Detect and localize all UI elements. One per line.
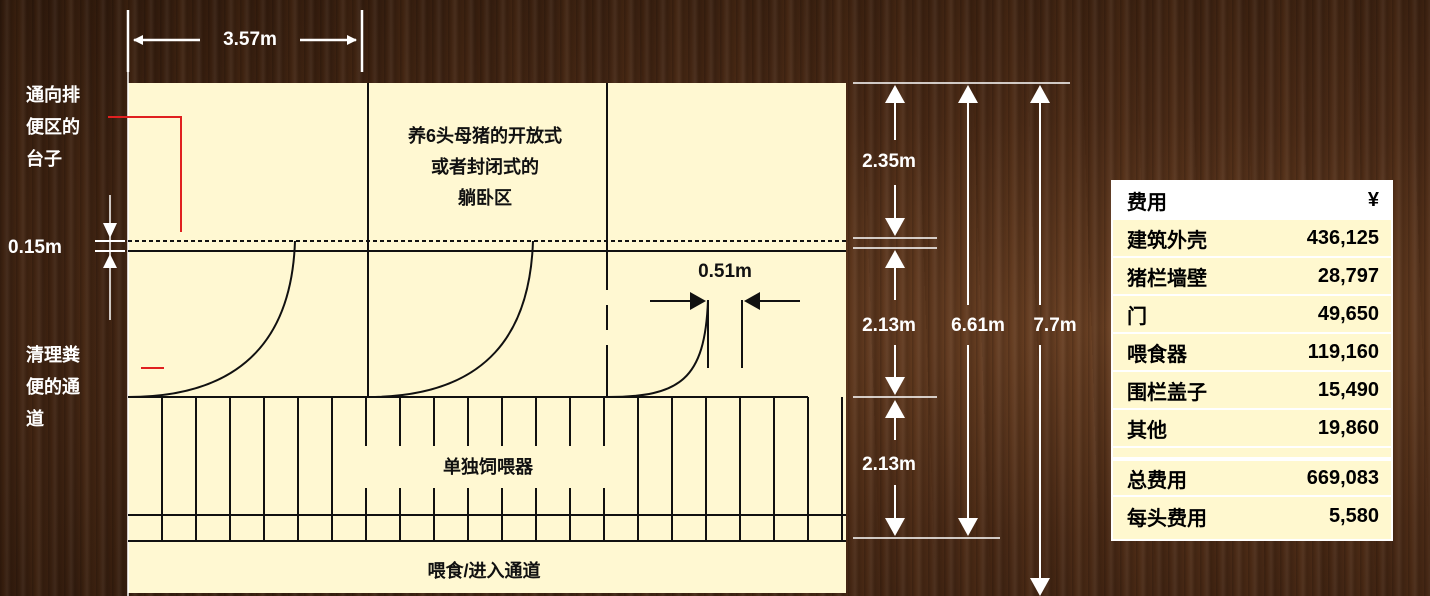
cost-row: 猪栏墙壁 28,797 <box>1113 258 1391 296</box>
dim-inner-total-label: 6.61m <box>951 315 1005 336</box>
callout-lines <box>108 116 182 369</box>
feeder-stalls <box>128 396 846 542</box>
cost-row-value: 49,650 <box>1317 302 1379 325</box>
cost-table-header: 费用 ¥ <box>1113 182 1391 220</box>
right-extension-lines <box>853 82 1070 539</box>
cost-row: 门 49,650 <box>1113 296 1391 334</box>
svg-text:便的通: 便的通 <box>26 376 80 397</box>
svg-text:养6头母猪的开放式: 养6头母猪的开放式 <box>407 125 562 146</box>
dim-middle-label: 2.13m <box>862 315 916 336</box>
svg-text:便区的: 便区的 <box>26 116 80 137</box>
cost-total-label: 总费用 <box>1127 469 1187 492</box>
svg-text:道: 道 <box>26 408 44 429</box>
cost-row: 喂食器 119,160 <box>1113 334 1391 372</box>
cost-header-currency: ¥ <box>1367 188 1379 211</box>
cost-row-value: 28,797 <box>1317 264 1379 287</box>
svg-text:或者封闭式的: 或者封闭式的 <box>431 156 539 177</box>
cost-per-head-row: 每头费用 5,580 <box>1113 497 1391 535</box>
pen-floor <box>128 83 846 593</box>
feeder-label-bg <box>355 446 620 488</box>
svg-text:清理粪: 清理粪 <box>26 344 80 365</box>
dim-gate <box>650 292 800 310</box>
dim-inner-total-arrows <box>958 85 978 536</box>
dim-top-width-label: 3.57m <box>223 29 277 50</box>
cost-per-head-label: 每头费用 <box>1127 507 1207 530</box>
dim-lying-arrows <box>885 85 905 236</box>
lying-area-label: 养6头母猪的开放式 或者封闭式的 躺卧区 <box>407 125 562 208</box>
cost-row: 建筑外壳 436,125 <box>1113 220 1391 258</box>
dim-lying-label: 2.35m <box>862 151 916 172</box>
dim-feeder-arrows <box>885 400 905 536</box>
cost-row-value: 119,160 <box>1307 340 1379 363</box>
alley-label: 清理粪 便的通 道 <box>26 344 80 429</box>
svg-text:通向排: 通向排 <box>26 84 80 105</box>
svg-text:台子: 台子 <box>26 148 62 169</box>
dim-feeder-label: 2.13m <box>862 454 916 475</box>
cost-total-row: 总费用 669,083 <box>1113 459 1391 497</box>
dim-curb-label: 0.15m <box>8 237 62 258</box>
cost-row-label: 喂食器 <box>1127 343 1187 366</box>
cost-header-label: 费用 <box>1127 191 1167 214</box>
svg-text:躺卧区: 躺卧区 <box>458 187 512 208</box>
platform-label: 通向排 便区的 台子 <box>26 84 80 169</box>
cost-total-value: 669,083 <box>1306 466 1379 489</box>
cost-row: 其他 19,860 <box>1113 410 1391 448</box>
cost-row-value: 19,860 <box>1317 416 1379 439</box>
dim-top-width <box>126 10 364 72</box>
dim-outer-total-arrows <box>1030 85 1050 596</box>
cost-row-label: 其他 <box>1127 419 1167 442</box>
dim-curb <box>95 223 125 268</box>
cost-row-label: 建筑外壳 <box>1127 229 1207 252</box>
cost-per-head-value: 5,580 <box>1328 504 1379 527</box>
dim-middle-arrows <box>885 250 905 395</box>
cost-row-value: 436,125 <box>1306 226 1379 249</box>
left-guides <box>109 72 129 596</box>
cost-table: 费用 ¥ 建筑外壳 436,125 猪栏墙壁 28,797 门 49,650 喂… <box>1111 180 1393 541</box>
feed-passage-label: 喂食/进入通道 <box>427 560 540 581</box>
cost-row-label: 围栏盖子 <box>1127 381 1207 404</box>
dim-outer-total-label: 7.7m <box>1033 315 1076 336</box>
cost-row-label: 门 <box>1127 305 1147 328</box>
cost-row: 围栏盖子 15,490 <box>1113 372 1391 410</box>
cost-row-label: 猪栏墙壁 <box>1127 267 1207 290</box>
cost-table-spacer <box>1113 448 1391 459</box>
cost-row-value: 15,490 <box>1317 378 1379 401</box>
dim-gate-label: 0.51m <box>698 261 752 282</box>
feeders-label: 单独饲喂器 <box>443 456 534 477</box>
